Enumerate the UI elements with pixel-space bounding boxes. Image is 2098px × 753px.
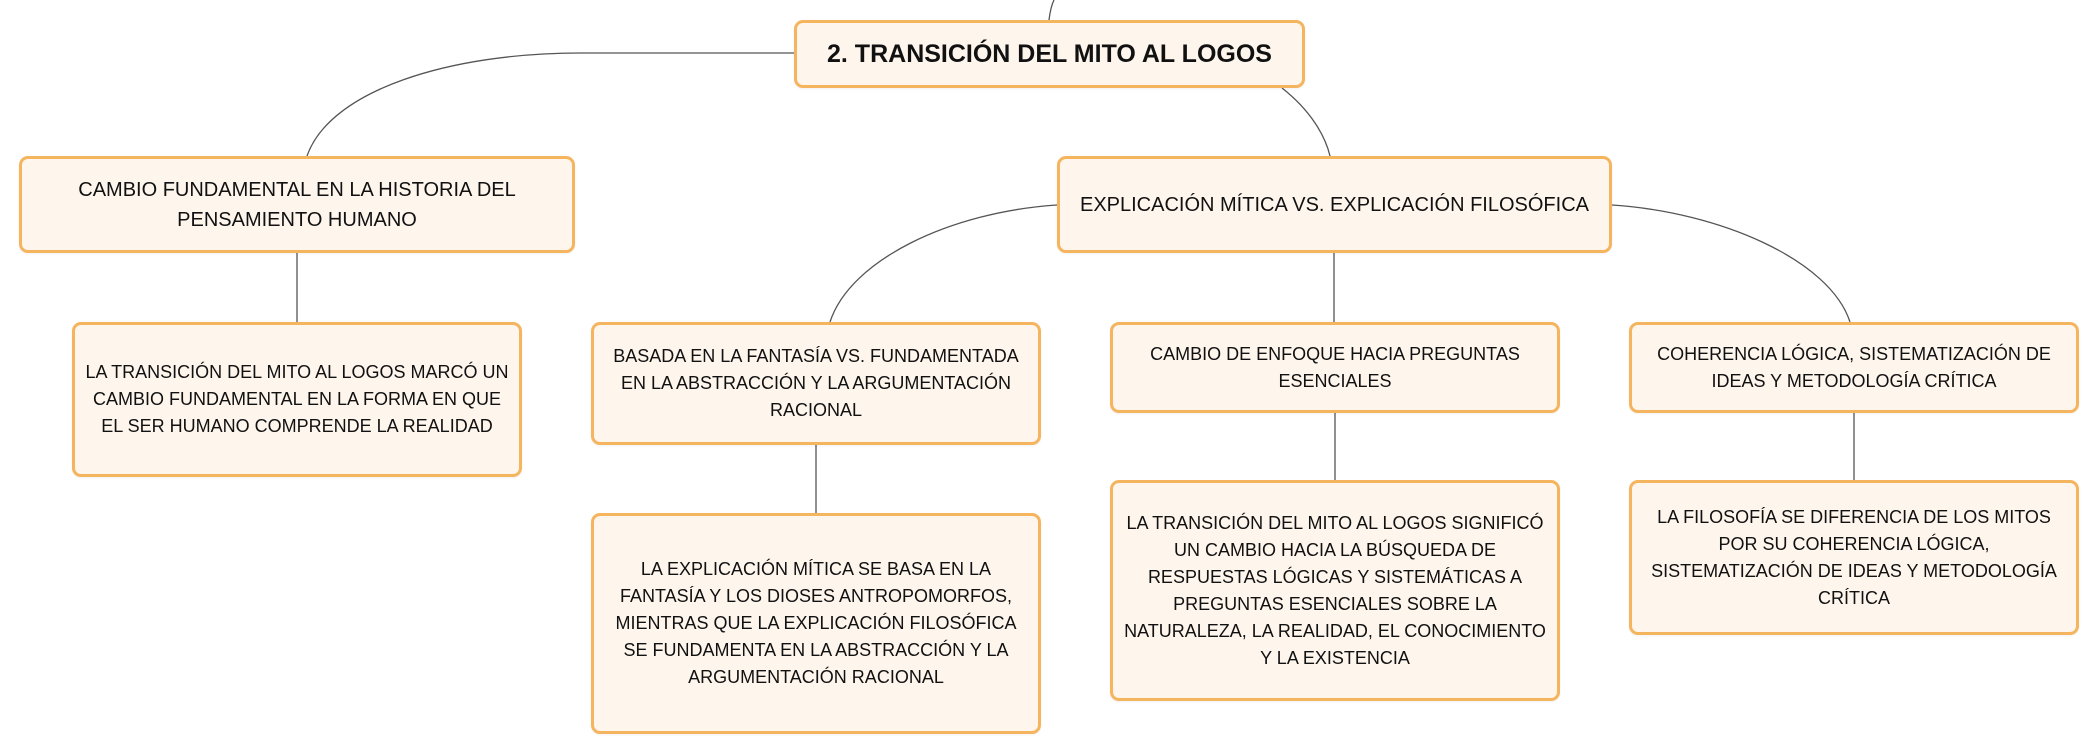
- connector-explicacion-to-coherencia: [1611, 204, 1851, 323]
- subtopic-fantasia-label: BASADA EN LA FANTASÍA VS. FUNDAMENTADA E…: [613, 346, 1019, 420]
- topic-cambio-fundamental-label: CAMBIO FUNDAMENTAL EN LA HISTORIA DEL PE…: [78, 178, 516, 231]
- connector-root-to-explicacion: [1281, 87, 1331, 157]
- root-topic-label: 2. TRANSICIÓN DEL MITO AL LOGOS: [827, 39, 1272, 68]
- detail-cambio-fundamental[interactable]: LA TRANSICIÓN DEL MITO AL LOGOS MARCÓ UN…: [72, 322, 522, 477]
- detail-fantasia-text: LA EXPLICACIÓN MÍTICA SE BASA EN LA FANT…: [615, 559, 1017, 687]
- root-topic-node[interactable]: 2. TRANSICIÓN DEL MITO AL LOGOS: [794, 20, 1305, 88]
- detail-enfoque-text: LA TRANSICIÓN DEL MITO AL LOGOS SIGNIFIC…: [1124, 512, 1546, 668]
- topic-explicacion[interactable]: EXPLICACIÓN MÍTICA VS. EXPLICACIÓN FILOS…: [1057, 156, 1612, 253]
- connector-root-parent: [1048, 0, 1055, 21]
- subtopic-coherencia[interactable]: COHERENCIA LÓGICA, SISTEMATIZACIÓN DE ID…: [1629, 322, 2079, 413]
- subtopic-fantasia[interactable]: BASADA EN LA FANTASÍA VS. FUNDAMENTADA E…: [591, 322, 1041, 445]
- connector-explicacion-to-fantasia: [829, 204, 1058, 323]
- detail-cambio-fundamental-text: LA TRANSICIÓN DEL MITO AL LOGOS MARCÓ UN…: [85, 362, 509, 436]
- connector-root-to-cambio-fundamental: [306, 52, 794, 157]
- detail-coherencia[interactable]: LA FILOSOFÍA SE DIFERENCIA DE LOS MITOS …: [1629, 480, 2079, 635]
- subtopic-coherencia-label: COHERENCIA LÓGICA, SISTEMATIZACIÓN DE ID…: [1657, 343, 2051, 391]
- topic-explicacion-label: EXPLICACIÓN MÍTICA VS. EXPLICACIÓN FILOS…: [1079, 193, 1589, 216]
- subtopic-enfoque-label: CAMBIO DE ENFOQUE HACIA PREGUNTAS ESENCI…: [1150, 343, 1520, 391]
- detail-enfoque[interactable]: LA TRANSICIÓN DEL MITO AL LOGOS SIGNIFIC…: [1110, 480, 1560, 701]
- detail-coherencia-text: LA FILOSOFÍA SE DIFERENCIA DE LOS MITOS …: [1651, 506, 2057, 608]
- subtopic-enfoque[interactable]: CAMBIO DE ENFOQUE HACIA PREGUNTAS ESENCI…: [1110, 322, 1560, 413]
- topic-cambio-fundamental[interactable]: CAMBIO FUNDAMENTAL EN LA HISTORIA DEL PE…: [19, 156, 575, 253]
- detail-fantasia[interactable]: LA EXPLICACIÓN MÍTICA SE BASA EN LA FANT…: [591, 513, 1041, 734]
